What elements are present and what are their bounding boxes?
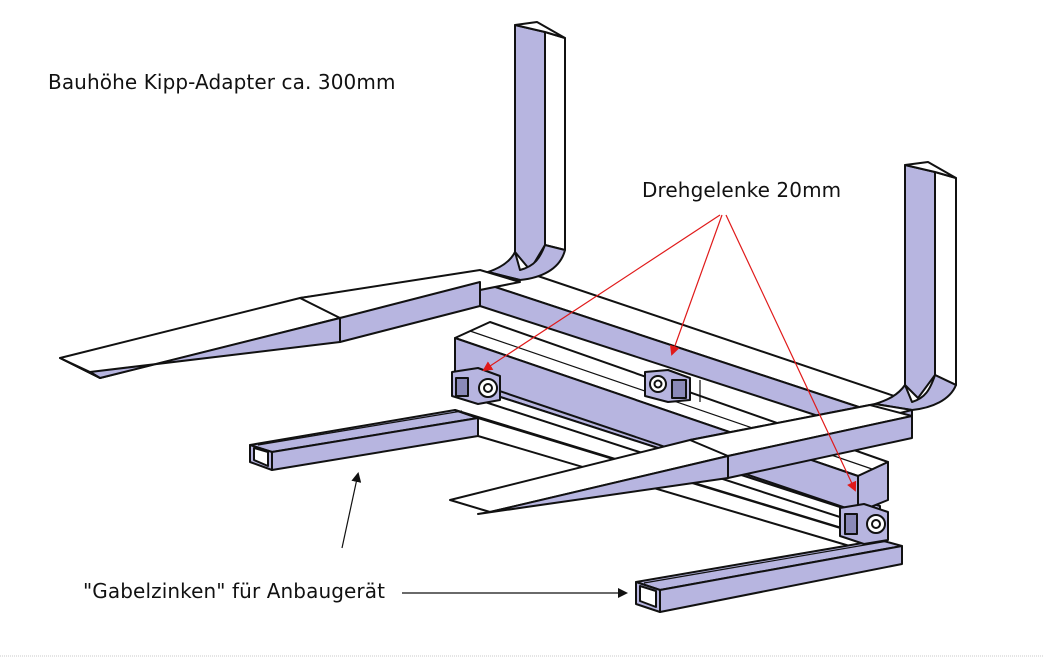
arrow-to-hinge-right [725,214,857,492]
fork-callout-arrows [341,472,628,598]
hinge-right [839,503,889,545]
lower-fork-right [635,539,903,613]
arrow-to-hinge-left [482,214,721,372]
lower-fork-left [249,409,479,471]
upper-fork-left [59,21,566,379]
arrow-to-lower-fork-left [341,472,362,549]
hinge-left [451,367,501,405]
hinge-middle [644,369,691,403]
height-note: Bauhöhe Kipp-Adapter ca. 300mm [48,70,396,94]
upper-fork-right [449,161,957,515]
joints-note: Drehgelenke 20mm [642,178,842,202]
upper-frame [59,21,957,515]
joint-callout-arrows [482,214,857,492]
arrow-to-hinge-middle [670,214,723,356]
forks-note: "Gabelzinken" für Anbaugerät [83,579,386,603]
